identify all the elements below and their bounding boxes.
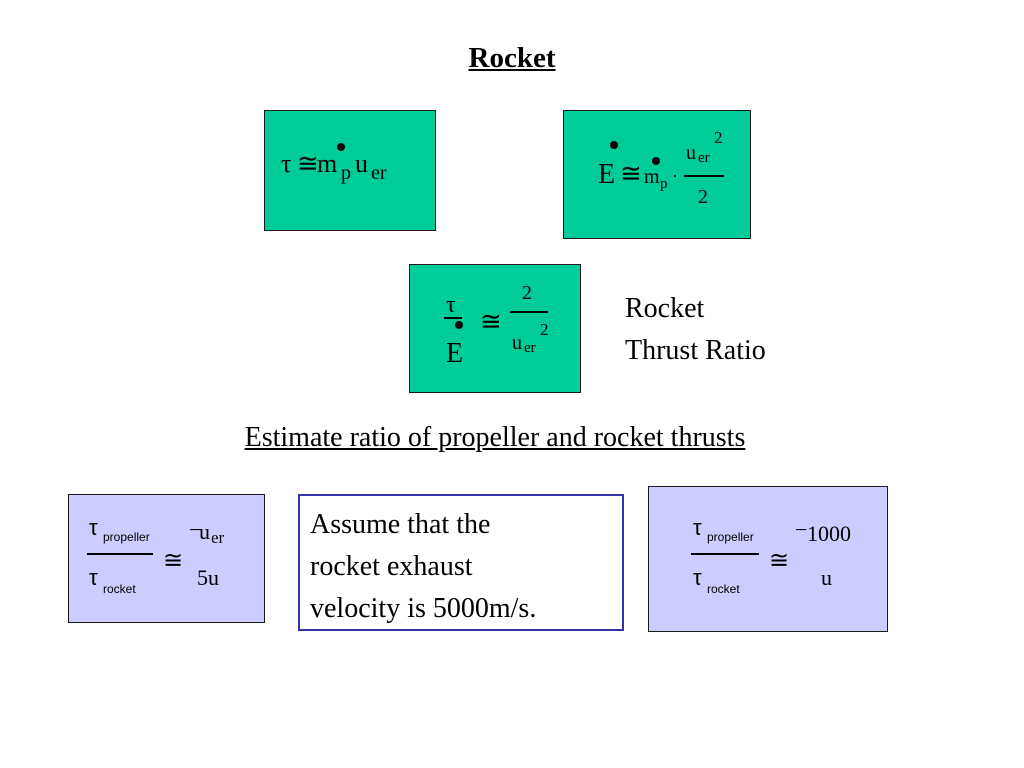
fraction-bar	[510, 311, 548, 313]
propeller-rocket-result-box: τ propeller τ rocket ≅ − 1000 u	[648, 486, 888, 632]
fraction-bar	[684, 175, 724, 177]
fraction-bar	[691, 553, 759, 555]
tau-symbol: τ	[281, 149, 292, 178]
rocket-thrust-ratio-label: Rocket Thrust Ratio	[625, 288, 766, 372]
approx-symbol: ≅	[769, 548, 790, 574]
minus-sign: −	[795, 517, 808, 542]
squared-exponent: 2	[540, 320, 549, 339]
fraction-bar	[87, 553, 153, 555]
exhaust-velocity-u: u	[199, 519, 210, 544]
denominator-u: u	[821, 565, 832, 590]
approx-symbol: ≅	[297, 149, 319, 178]
mass-flow-m: m	[644, 166, 660, 188]
assumption-line1: Assume that the	[310, 509, 491, 540]
thrust-ratio-equation-box: τ E ≅ 2 u er 2	[409, 264, 581, 393]
mass-flow-subscript: p	[660, 176, 668, 192]
exhaust-velocity-subscript: er	[211, 528, 225, 547]
exhaust-velocity-u: u	[686, 142, 696, 164]
approx-symbol: ≅	[163, 548, 184, 574]
squared-exponent: 2	[714, 128, 723, 147]
mass-flow-subscript: p	[341, 162, 351, 184]
exhaust-velocity-subscript: er	[371, 162, 387, 184]
tau-symbol: τ	[693, 565, 702, 590]
power-E: E	[598, 159, 616, 190]
tau-symbol: τ	[446, 292, 456, 318]
ratio-label-line2: Thrust Ratio	[625, 335, 766, 366]
power-dot-icon	[610, 141, 618, 149]
power-equation-box: E ≅ m p · u er 2 2	[563, 110, 751, 239]
numerator-two: 2	[522, 282, 532, 304]
power-dot-icon	[455, 321, 463, 329]
denominator-5u: 5u	[197, 565, 219, 590]
tau-symbol: τ	[89, 565, 98, 590]
exhaust-velocity-u: u	[512, 332, 522, 354]
mass-flow-dot-icon	[652, 157, 660, 165]
multiply-dot: ·	[672, 166, 678, 186]
rocket-subscript: rocket	[707, 582, 740, 596]
tau-symbol: τ	[89, 515, 98, 540]
power-E: E	[446, 338, 464, 369]
propeller-subscript: propeller	[103, 530, 150, 544]
assumption-text: Assume that the rocket exhaust velocity …	[310, 504, 536, 630]
tau-symbol: τ	[693, 515, 702, 540]
mass-flow-dot-icon	[337, 143, 345, 151]
page-title: Rocket	[468, 42, 556, 74]
assumption-line2: rocket exhaust	[310, 551, 473, 582]
rocket-subscript: rocket	[103, 582, 136, 596]
ratio-label-line1: Rocket	[625, 293, 705, 324]
propeller-subscript: propeller	[707, 530, 754, 544]
section-heading: Estimate ratio of propeller and rocket t…	[244, 422, 746, 453]
propeller-rocket-ratio-box: τ propeller τ rocket ≅ − u er 5u	[68, 494, 265, 623]
thrust-equation-box: τ ≅ m p u er	[264, 110, 436, 231]
fraction-bar	[444, 317, 462, 319]
approx-symbol: ≅	[480, 307, 502, 336]
mass-flow-m: m	[317, 149, 338, 178]
exhaust-velocity-subscript: er	[698, 150, 710, 166]
exhaust-velocity-subscript: er	[524, 340, 536, 356]
exhaust-velocity-u: u	[355, 149, 368, 178]
assumption-box: Assume that the rocket exhaust velocity …	[298, 494, 624, 631]
assumption-line3: velocity is 5000m/s.	[310, 593, 537, 624]
denominator-two: 2	[698, 186, 708, 208]
approx-symbol: ≅	[620, 159, 642, 188]
numerator-1000: 1000	[807, 521, 851, 546]
minus-sign: −	[189, 517, 202, 542]
